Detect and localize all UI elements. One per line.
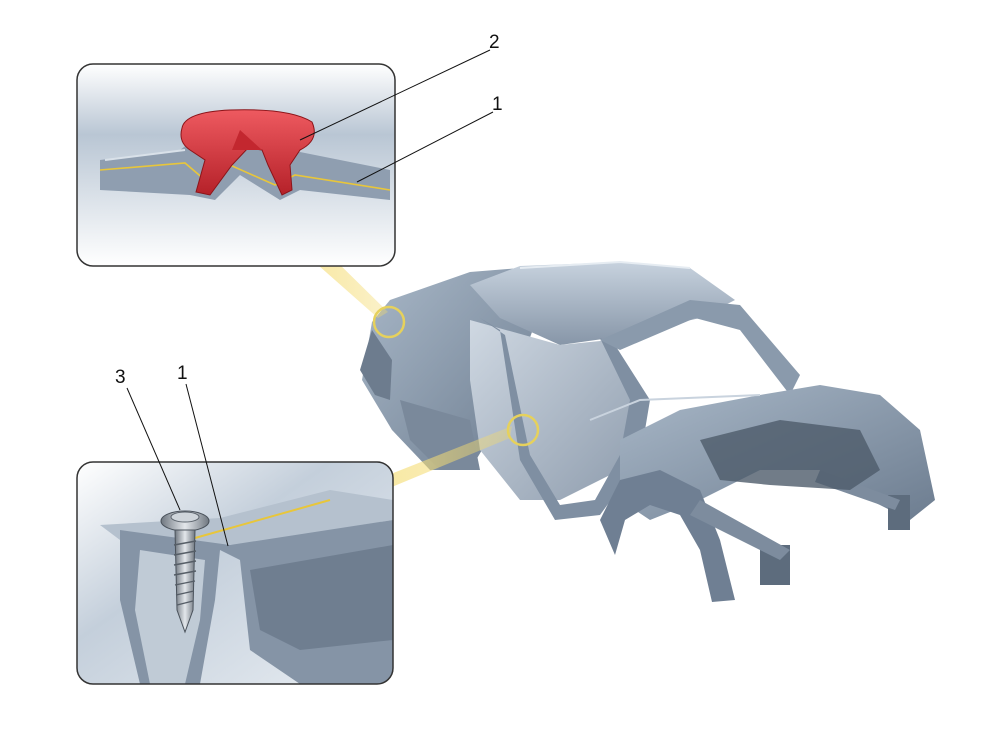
top-detail-panel [76,63,396,267]
callout-label-3: 3 [115,367,126,388]
detail-marker-roof [372,305,406,339]
screw-icon [160,510,210,634]
car-body-shell [360,260,935,602]
detail-marker-sill [506,413,540,447]
bottom-detail-panel [76,461,394,685]
leader-line-2 [299,49,491,141]
leader-line-1-bottom [185,383,229,547]
callout-label-2: 2 [489,32,500,53]
adhesive-bead [180,109,315,196]
callout-label-1-bottom: 1 [177,363,188,384]
leader-line-3 [126,387,181,511]
leader-line-1-top [356,111,494,183]
callout-label-1-top: 1 [492,94,503,115]
